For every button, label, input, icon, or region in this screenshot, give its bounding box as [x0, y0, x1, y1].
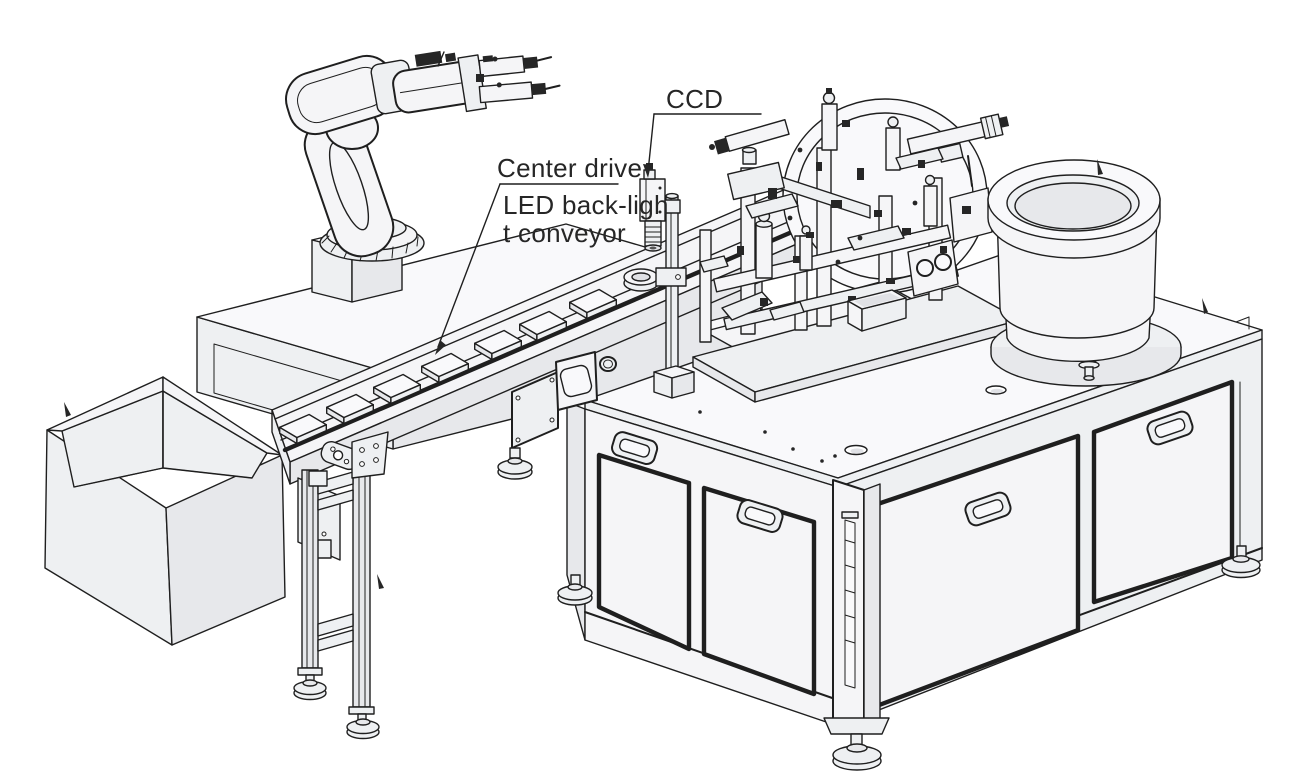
corner-post: [832, 479, 881, 734]
door-front-1[interactable]: [596, 452, 692, 652]
door-handle[interactable]: [610, 430, 659, 466]
label-center-drive: Center drive: [497, 153, 642, 183]
station-rail-upper: [713, 224, 952, 293]
robot-cable-stub: [437, 51, 445, 67]
center-drive-annotation: Center drive: [435, 153, 642, 355]
label-led-backlight-line1: LED back-ligh: [503, 190, 669, 220]
center-drive-unit: [497, 371, 559, 480]
ccd-leader-arrow: [643, 164, 651, 178]
door-handle[interactable]: [1145, 409, 1194, 446]
door-handle[interactable]: [963, 490, 1012, 527]
robot-arm: [285, 50, 561, 303]
belt-stripe: [282, 189, 888, 453]
tick-marks: [64, 159, 1208, 589]
stand-mount-plate: [351, 431, 389, 479]
drive-slot-plate: [555, 351, 617, 411]
door-handle[interactable]: [735, 498, 784, 534]
pole-clamp: [655, 267, 687, 287]
ccd-camera-assembly: [639, 163, 695, 399]
leveling-foot: [293, 667, 327, 701]
conveyor-stand: [293, 431, 389, 740]
leveling-foot: [557, 574, 593, 606]
station-hardware: [737, 120, 971, 306]
station-blocks: [699, 147, 993, 321]
bowl-feeder: [987, 159, 1182, 387]
parts-tray: [847, 289, 907, 332]
camera-lens: [644, 220, 662, 252]
ccd-annotation: CCD: [643, 84, 762, 178]
gripper-upper: [478, 55, 553, 78]
tabletop-holes: [698, 385, 1007, 463]
cable-grommet: [599, 356, 617, 372]
end-roller-bracket: [320, 441, 360, 471]
led-conveyor-annotation: LED back-ligh t conveyor: [503, 190, 669, 248]
gripper-lower: [478, 81, 561, 104]
annotations: CCD Center drive LED back-ligh t conveyo…: [435, 84, 762, 355]
conveyor-end-face: [271, 409, 291, 485]
center-drive-leader-arrow: [435, 340, 446, 355]
parts-bin: [44, 376, 286, 646]
camera-pole: [653, 192, 695, 399]
label-ccd: CCD: [666, 84, 723, 114]
leveling-foot: [346, 706, 380, 740]
pneumatic-cylinder-horizontal: [714, 119, 790, 155]
assembly-station: [692, 88, 1021, 403]
leveling-foot: [823, 717, 890, 771]
label-led-backlight-line2: t conveyor: [503, 218, 626, 248]
ring-part: [623, 268, 659, 292]
leveling-foot: [1221, 545, 1261, 579]
pneumatic-cylinder-horizontal: [906, 113, 1010, 163]
